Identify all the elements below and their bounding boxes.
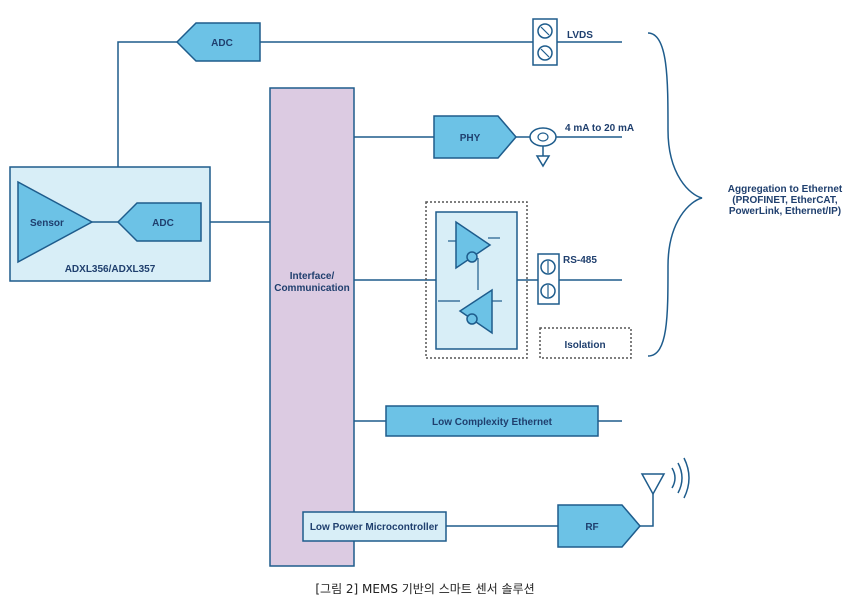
isolation-legend: Isolation <box>539 327 632 359</box>
ground-icon <box>535 155 551 168</box>
lvds-label: LVDS <box>567 30 593 41</box>
driver-enable-bubble <box>466 251 478 263</box>
adc-sensor-label: ADC <box>152 218 174 229</box>
receiver-enable-bubble <box>466 313 478 325</box>
aggregation-line1: Aggregation to Ethernet <box>728 184 843 195</box>
wire-rf-to-antenna <box>640 494 654 527</box>
sensor-triangle <box>17 180 94 264</box>
low-complexity-ethernet-label: Low Complexity Ethernet <box>432 417 553 428</box>
interface-bar: Interface/ Communication <box>269 87 355 567</box>
aggregation-brace <box>647 32 703 357</box>
rf-block: RF <box>557 504 641 548</box>
aggregation-line2: (PROFINET, EtherCAT, <box>732 195 838 206</box>
low-power-mcu-label: Low Power Microcontroller <box>310 522 438 533</box>
connection-lines <box>117 41 654 527</box>
low-power-mcu-block: Low Power Microcontroller <box>302 511 447 542</box>
interface-label-line1: Interface/ <box>290 271 335 282</box>
rs485-label: RS-485 <box>563 255 597 266</box>
sensor-module-label: ADXL356/ADXL357 <box>65 264 156 275</box>
current-loop-label: 4 mA to 20 mA <box>565 123 634 134</box>
adc-top-block: ADC <box>175 22 261 62</box>
phy-block: PHY <box>433 115 517 159</box>
isolation-label: Isolation <box>564 340 605 351</box>
lvds-terminal <box>532 18 558 66</box>
rs485-terminal <box>537 253 560 305</box>
antenna-icon <box>640 457 690 499</box>
figure-caption: [그림 2] MEMS 기반의 스마트 센서 솔루션 <box>315 582 535 596</box>
aggregation-text: Aggregation to Ethernet (PROFINET, Ether… <box>728 184 843 217</box>
isolation-boundary <box>425 201 528 359</box>
sensor-label: Sensor <box>30 218 64 229</box>
sensor-module: Sensor ADC ADXL356/ADXL357 <box>9 166 211 282</box>
rs485-transceiver <box>435 211 518 350</box>
current-loop-symbol <box>529 127 557 147</box>
adc-top-label: ADC <box>211 38 233 49</box>
aggregation-line3: PowerLink, Ethernet/IP) <box>729 206 841 217</box>
adc-sensor-block <box>116 202 202 242</box>
rf-label: RF <box>585 522 598 533</box>
wire-sensor-to-top-adc <box>117 41 177 167</box>
interface-label-line2: Communication <box>274 283 350 294</box>
phy-label: PHY <box>460 133 481 144</box>
low-complexity-ethernet-block: Low Complexity Ethernet <box>385 405 599 437</box>
